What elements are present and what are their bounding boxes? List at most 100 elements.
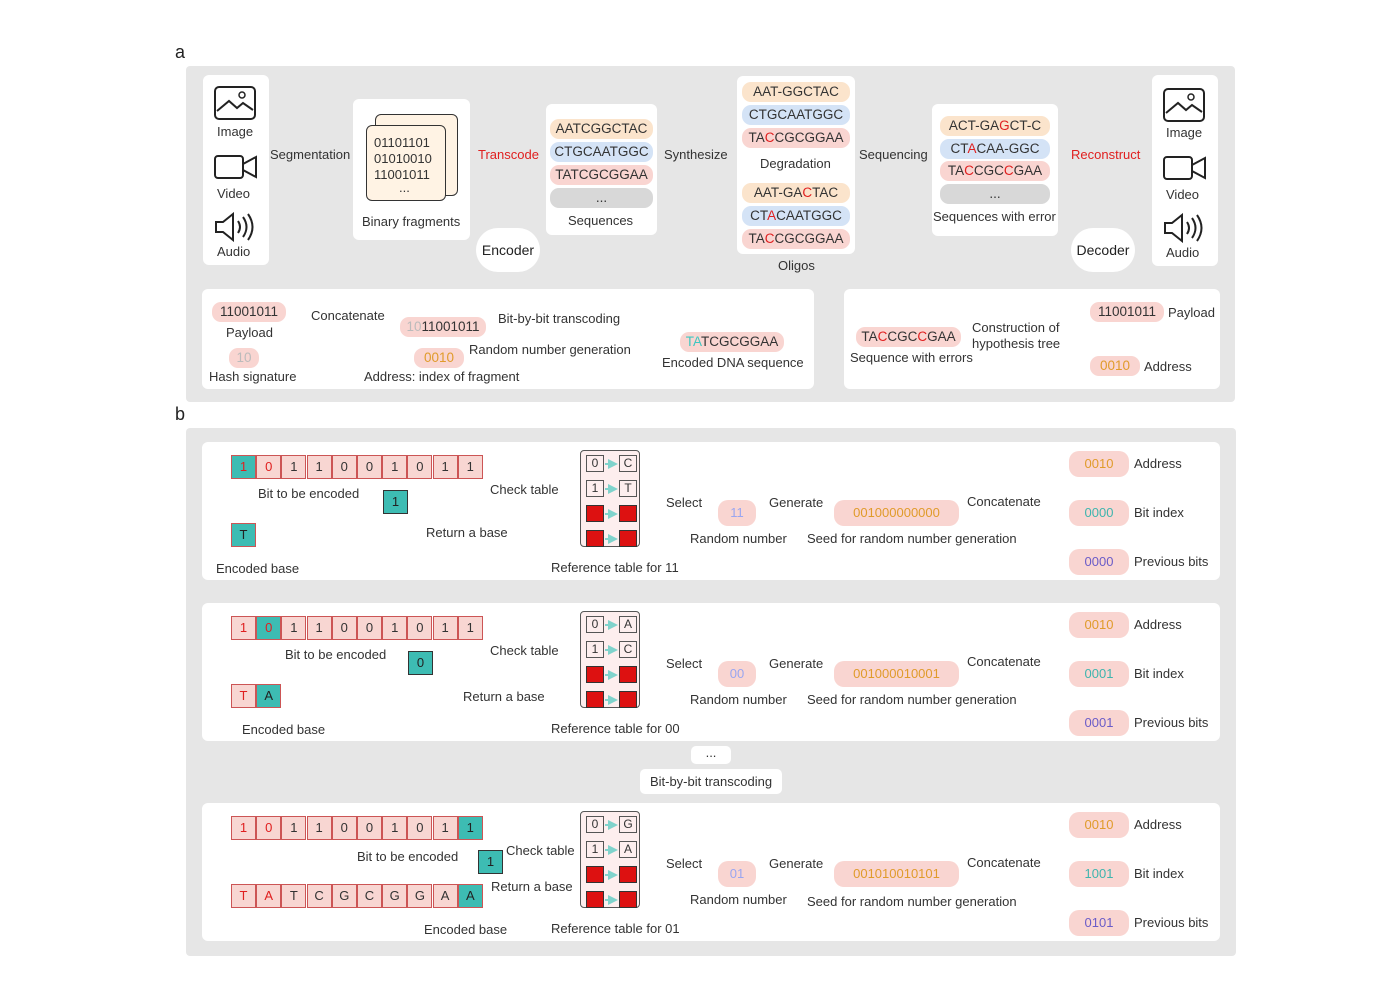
bit-cell: 1 [382, 816, 408, 840]
error-sequences-caption: Sequences with error [933, 209, 1056, 224]
encoder-detail-box: 11001011 Payload 10 Hash signature Conca… [202, 289, 814, 389]
bit-cell: 1 [382, 616, 408, 640]
address-value: 0010 [1069, 612, 1129, 638]
table-filled-cell [619, 505, 637, 522]
encoded-base-cell: C [306, 884, 332, 908]
segmentation-label: Segmentation [270, 147, 351, 162]
bit-cell: 0 [407, 616, 433, 640]
table-filled-cell [586, 866, 604, 883]
enc-encoded-prefix: TA [685, 334, 701, 349]
dec-sequence-label: Sequence with errors [850, 350, 973, 365]
input-image-label: Image [217, 124, 254, 139]
reconstruct-label: Reconstruct [1071, 147, 1141, 162]
random-number-label: Random number [690, 692, 787, 707]
enc-random-gen-label: Random number generation [469, 342, 631, 357]
decoder-detail-box: TACCGCCGAA Sequence with errors Construc… [844, 289, 1220, 389]
ellipsis-box: ... [691, 746, 731, 764]
enc-address-value: 0010 [414, 348, 464, 368]
bit-cell: 0 [357, 616, 382, 640]
bit-cell: 0 [357, 455, 382, 479]
encoded-base-cell: T [231, 884, 256, 908]
encoded-base-cell: G [382, 884, 408, 908]
random-number-label: Random number [690, 892, 787, 907]
table-key-cell: 0 [586, 616, 604, 633]
output-image-icon [1163, 88, 1205, 122]
bit-cell: 1 [457, 816, 483, 840]
encoded-base-cell: A [256, 884, 282, 908]
output-video-icon [1163, 156, 1206, 180]
binary-line-2: 01010010 [374, 151, 432, 166]
table-key-cell: 0 [586, 455, 604, 472]
oligo-bottom-1: AAT-GACTAC [742, 183, 850, 203]
oligo-bottom-3: TACCGCGGAA [742, 229, 850, 249]
output-audio-icon [1164, 213, 1203, 243]
table-base-cell: C [619, 455, 637, 472]
return-a-base-label: Return a base [463, 689, 545, 704]
bit-cell: 1 [231, 455, 256, 479]
bit-to-be-encoded-label: Bit to be encoded [357, 849, 459, 864]
oligo-top-1: AAT-GGCTAC [742, 82, 850, 102]
bit-cell: 1 [382, 455, 408, 479]
seed-value: 001010010101 [834, 861, 959, 887]
bit-cell: 1 [281, 616, 307, 640]
enc-concat-rest: 11001011 [421, 319, 480, 334]
enc-hash-label: Hash signature [209, 369, 297, 384]
error-sequence-3: TACCGCCGAA [940, 161, 1050, 181]
table-filled-cell [586, 891, 604, 908]
encoded-base-cell: T [231, 523, 256, 547]
bit-cell: 1 [306, 455, 332, 479]
bit-cell: 0 [256, 816, 282, 840]
output-media-box: Image Video Audio [1152, 75, 1218, 266]
bit-cell: 0 [256, 455, 282, 479]
bit-cell: 1 [432, 455, 458, 479]
previous-bits-value: 0000 [1069, 549, 1129, 575]
bit-cell: 1 [231, 616, 256, 640]
check-table-label: Check table [490, 643, 559, 658]
dec-address-label: Address [1144, 359, 1192, 374]
enc-payload-label: Payload [226, 325, 273, 340]
reference-table-caption: Reference table for 01 [551, 921, 680, 936]
bit-cell: 1 [231, 816, 256, 840]
random-number-label: Random number [690, 531, 787, 546]
degradation-label: Degradation [760, 156, 831, 171]
concatenate-label: Concatenate [967, 494, 1041, 509]
oligo-bottom-2: CTACAATGGC [742, 206, 850, 226]
enc-bit-by-bit-label: Bit-by-bit transcoding [498, 311, 621, 326]
bit-index-value: 0000 [1069, 500, 1129, 526]
encoded-base-cell: A [256, 684, 282, 708]
table-key-cell: 0 [586, 816, 604, 833]
address-label: Address [1134, 456, 1182, 471]
bit-by-bit-box: Bit-by-bit transcoding [640, 769, 782, 794]
output-video-label: Video [1166, 187, 1200, 202]
error-sequence-1: ACT-GAGCT-C [940, 116, 1050, 136]
enc-encoded-sequence: TATCGCGGAA [680, 332, 784, 352]
current-bit-box: 1 [478, 850, 503, 874]
seed-label: Seed for random number generation [807, 692, 1017, 707]
enc-encoded-rest: TCGCGGAA [700, 334, 779, 349]
encoded-base-label: Encoded base [242, 722, 326, 737]
encoded-base-cell: C [357, 884, 382, 908]
previous-bits-label: Previous bits [1134, 915, 1209, 930]
synthesize-label: Synthesize [664, 147, 728, 162]
encoded-base-cell: A [432, 884, 458, 908]
input-audio-label: Audio [217, 244, 251, 259]
binary-line-1: 01101101 [374, 135, 430, 150]
encoded-base-cell: T [231, 684, 256, 708]
table-filled-cell [619, 530, 637, 547]
table-filled-cell [619, 691, 637, 708]
return-a-base-label: Return a base [426, 525, 508, 540]
bit-cell: 0 [256, 616, 282, 640]
generate-label: Generate [769, 656, 824, 671]
table-key-cell: 1 [586, 480, 604, 497]
table-filled-cell [586, 691, 604, 708]
sequencing-label: Sequencing [859, 147, 928, 162]
table-filled-cell [619, 866, 637, 883]
enc-payload-value: 11001011 [212, 302, 286, 322]
encoded-base-cell: G [407, 884, 433, 908]
panel-b-label: b [175, 404, 186, 424]
reference-table-arrows [605, 459, 618, 544]
check-table-label: Check table [506, 843, 575, 858]
enc-concat-prefix: 10 [406, 319, 422, 334]
bit-index-value: 0001 [1069, 661, 1129, 687]
